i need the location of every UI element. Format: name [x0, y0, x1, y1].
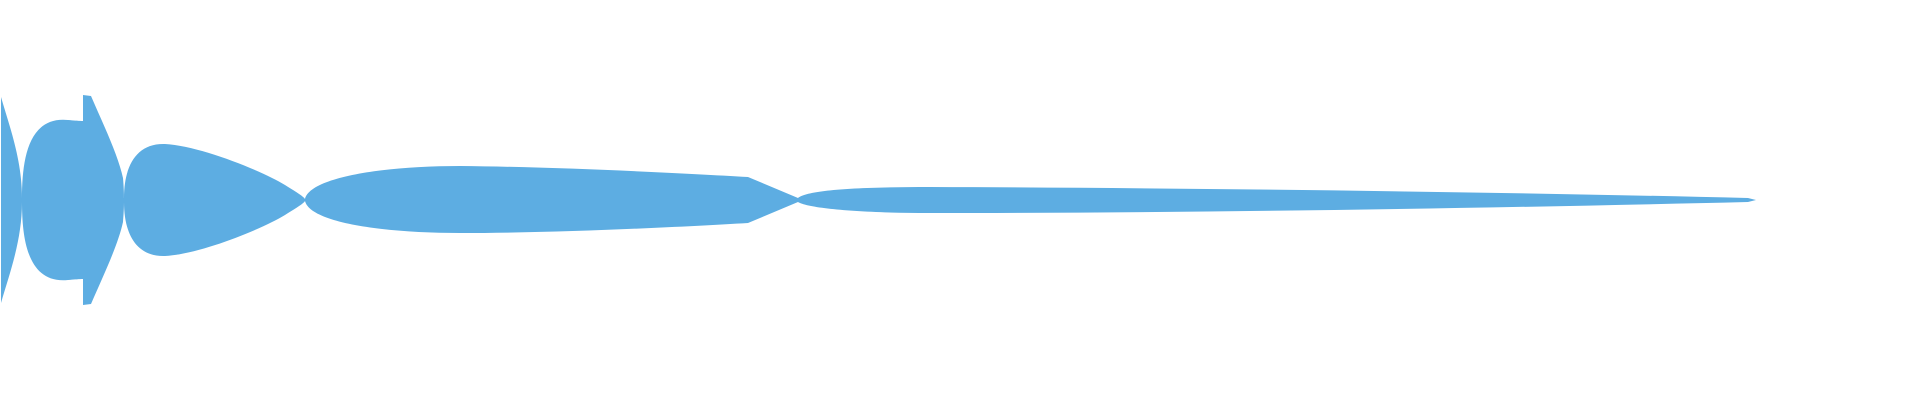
blue-horizontal-blob-shape	[1, 95, 1756, 305]
